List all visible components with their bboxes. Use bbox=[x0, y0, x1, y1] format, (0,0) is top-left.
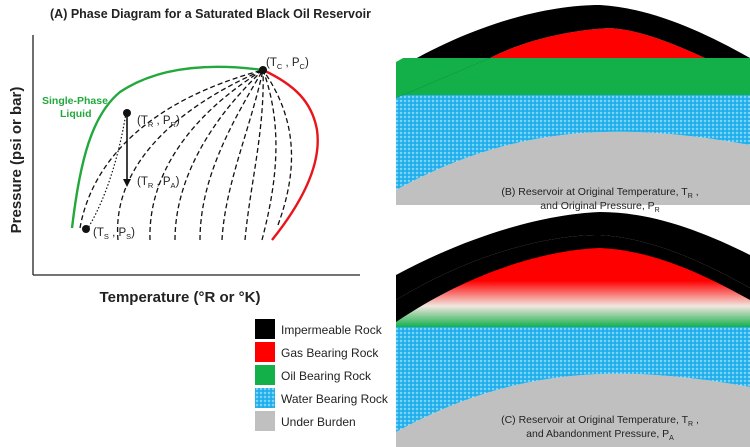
phase-diagram-panel: (A) Phase Diagram for a Saturated Black … bbox=[8, 7, 371, 306]
oil-edge-left bbox=[396, 58, 490, 98]
dew-point-curve bbox=[262, 68, 319, 241]
quality-lines bbox=[79, 69, 293, 241]
reservoir-abandon-panel bbox=[396, 212, 750, 447]
cap-rock-top-white bbox=[396, 0, 750, 62]
surface-point-label: (TS , PS) bbox=[93, 227, 135, 241]
impermeable-cap-rock-c bbox=[396, 235, 750, 322]
reservoir-initial-label: (TR , PR) bbox=[137, 115, 180, 129]
legend: Impermeable Rock Gas Bearing Rock Oil Be… bbox=[255, 319, 389, 431]
reservoir-abandon-label: (TR , PA) bbox=[137, 176, 180, 190]
water-bearing-layer bbox=[396, 95, 750, 190]
legend-swatch-oil bbox=[255, 365, 275, 385]
panel-c-caption-line1: (C) Reservoir at Original Temperature, T… bbox=[501, 414, 699, 428]
legend-label-impermeable: Impermeable Rock bbox=[281, 323, 383, 337]
single-phase-liquid-label-2: Liquid bbox=[60, 108, 92, 120]
production-path-to-surface bbox=[87, 112, 127, 229]
underburden-layer bbox=[396, 131, 750, 205]
legend-swatch-water bbox=[255, 388, 275, 408]
impermeable-cap-rock bbox=[396, 5, 750, 98]
legend-label-water: Water Bearing Rock bbox=[281, 392, 389, 406]
y-axis-label: Pressure (psi or bar) bbox=[8, 87, 25, 234]
legend-label-gas: Gas Bearing Rock bbox=[281, 346, 379, 360]
critical-point-marker bbox=[259, 66, 267, 74]
cap-rock-top-c bbox=[396, 212, 750, 300]
critical-point-label: (TC , PC) bbox=[266, 57, 309, 71]
reservoir-original-panel bbox=[396, 0, 750, 205]
panel-b-caption-line2: and Original Pressure, PR bbox=[540, 200, 659, 214]
x-axis-label: Temperature (°R or °K) bbox=[100, 289, 261, 306]
underburden-layer-c bbox=[396, 373, 750, 447]
panel-b-caption-line1: (B) Reservoir at Original Temperature, T… bbox=[501, 186, 698, 200]
water-bearing-layer-c bbox=[396, 327, 750, 432]
legend-label-underburden: Under Burden bbox=[281, 415, 356, 429]
legend-swatch-impermeable bbox=[255, 319, 275, 339]
legend-swatch-underburden bbox=[255, 411, 275, 431]
single-phase-liquid-label: Single-Phase bbox=[42, 95, 108, 107]
surface-point-marker bbox=[82, 225, 90, 233]
gas-cap-layer bbox=[490, 28, 705, 58]
phase-diagram-title: (A) Phase Diagram for a Saturated Black … bbox=[50, 7, 371, 21]
panel-c-caption-line2: and Abandonment Pressure, PA bbox=[526, 428, 674, 442]
gas-oil-transition-layer bbox=[396, 243, 750, 327]
legend-label-oil: Oil Bearing Rock bbox=[281, 369, 372, 383]
bubble-point-curve bbox=[70, 65, 264, 229]
depletion-arrowhead bbox=[123, 179, 131, 187]
legend-swatch-gas bbox=[255, 342, 275, 362]
reservoir-initial-point-marker bbox=[123, 109, 131, 117]
